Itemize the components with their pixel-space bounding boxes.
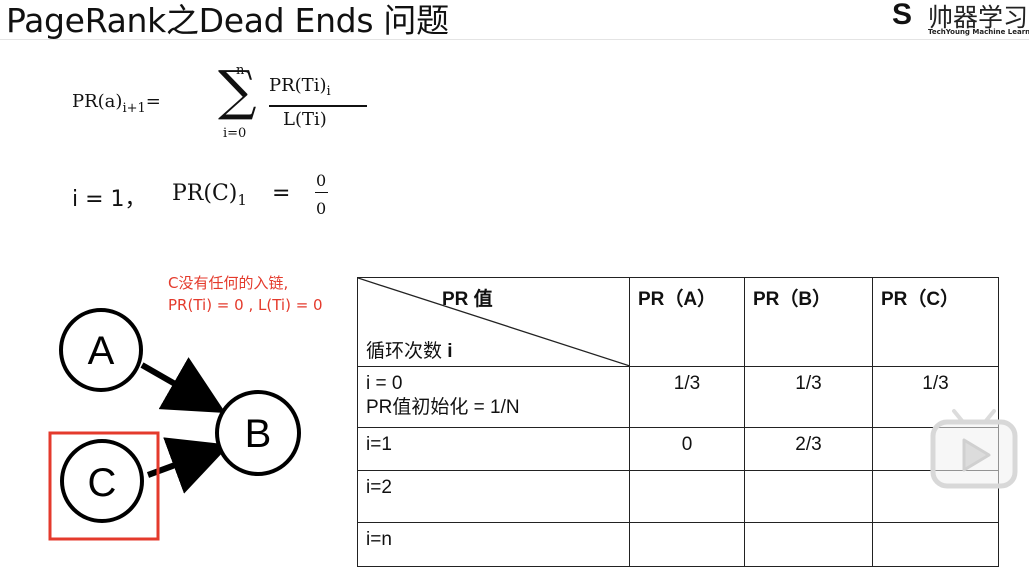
dead-end-note: C没有任何的入链, PR(Ti) = 0 , L(Ti) = 0 <box>168 272 323 316</box>
row-label: i=1 <box>357 427 630 471</box>
row-label: i=2 <box>357 470 630 523</box>
cell-pr-a <box>629 470 745 523</box>
node-b <box>215 390 301 476</box>
header-pr-value: PR 值 <box>442 289 493 310</box>
summation-sign: ∑ <box>218 59 257 122</box>
column-header-pr-a: PR（A） <box>629 277 745 367</box>
header-diagonal <box>358 278 630 366</box>
zero-fraction-bar <box>315 192 328 194</box>
edge-a-to-b <box>140 357 226 413</box>
node-a <box>59 308 143 392</box>
formula-equals: = <box>145 91 161 112</box>
diagonal-header-cell: PR 值 循环次数 i <box>357 277 630 367</box>
note-line-1: C没有任何的入链, <box>168 274 289 292</box>
node-a-label: A <box>88 329 115 373</box>
header-loop-count: 循环次数 i <box>366 336 453 363</box>
fraction-bar <box>269 105 367 107</box>
slide-title: PageRank之Dead Ends 问题 <box>6 1 449 40</box>
row-label: i=n <box>357 522 630 567</box>
iteration-one-equation: i = 1， PR(C)1 = 0 0 <box>72 170 352 225</box>
node-b-label: B <box>245 412 272 456</box>
formula-lhs-pr: PR(a) <box>72 91 123 112</box>
table-row: i=2 <box>357 470 999 523</box>
cell-pr-c: 1/3 <box>872 366 999 428</box>
cell-pr-b: 1/3 <box>744 366 873 428</box>
cell-pr-a: 0 <box>629 427 745 471</box>
pr-c-subscript: 1 <box>237 191 247 209</box>
pagerank-formula: PR(a)i+1= ∑ n i=0 PR(Ti)i L(Ti) <box>72 60 392 145</box>
logo-s: S <box>892 0 913 31</box>
table-row: i=1 0 2/3 <box>357 427 999 471</box>
node-c <box>60 439 144 523</box>
pagerank-table: PR 值 循环次数 i PR（A） PR（B） PR（C） i = 0 PR值初… <box>357 277 999 567</box>
note-line-2: PR(Ti) = 0 , L(Ti) = 0 <box>168 296 323 314</box>
numerator-subscript: i <box>326 84 331 99</box>
header-loop-text: 循环次数 <box>366 341 448 362</box>
pr-c-text: PR(C) <box>172 181 238 206</box>
fraction-denominator: L(Ti) <box>283 109 327 130</box>
cell-pr-c <box>872 522 999 567</box>
row-label-line-2: PR值初始化 = 1/N <box>366 397 520 418</box>
zero-denominator: 0 <box>316 199 327 218</box>
title-divider <box>0 39 1029 40</box>
formula-lhs-subscript: i+1 <box>122 101 146 116</box>
cell-pr-b <box>744 522 873 567</box>
node-c-label: C <box>88 461 117 505</box>
equation2-equals: = <box>272 181 291 206</box>
play-icon[interactable] <box>929 407 1019 490</box>
column-header-pr-b: PR（B） <box>744 277 873 367</box>
pr-c-term: PR(C)1 <box>172 181 247 209</box>
fraction-numerator: PR(Ti)i <box>269 75 331 99</box>
zero-numerator: 0 <box>316 171 327 190</box>
column-header-pr-c: PR（C） <box>872 277 999 367</box>
logo-chinese-text: 帅器学习 <box>928 3 1029 32</box>
table-row: i=n <box>357 522 999 567</box>
logo-english-text: TechYoung Machine Learni <box>928 28 1029 36</box>
row-label-line-1: i = 0 <box>366 373 403 394</box>
link-graph: A B C <box>48 308 301 541</box>
table-row: i = 0 PR值初始化 = 1/N 1/3 1/3 1/3 <box>357 366 999 428</box>
numerator-text: PR(Ti) <box>269 75 327 96</box>
table-header-row: PR 值 循环次数 i PR（A） PR（B） PR（C） <box>357 277 999 367</box>
logo: S 帅器学习 TechYoung Machine Learni <box>890 0 1029 40</box>
cell-pr-a: 1/3 <box>629 366 745 428</box>
cell-pr-b: 2/3 <box>744 427 873 471</box>
header-loop-i: i <box>447 341 453 362</box>
formula-lhs: PR(a)i+1= <box>72 91 161 116</box>
cell-pr-b <box>744 470 873 523</box>
cell-pr-a <box>629 522 745 567</box>
sum-lower-limit: i=0 <box>223 126 247 141</box>
node-c-highlight <box>48 431 160 541</box>
sum-upper-limit: n <box>236 63 245 78</box>
iteration-index: i = 1， <box>72 187 147 212</box>
row-label: i = 0 PR值初始化 = 1/N <box>357 366 630 428</box>
